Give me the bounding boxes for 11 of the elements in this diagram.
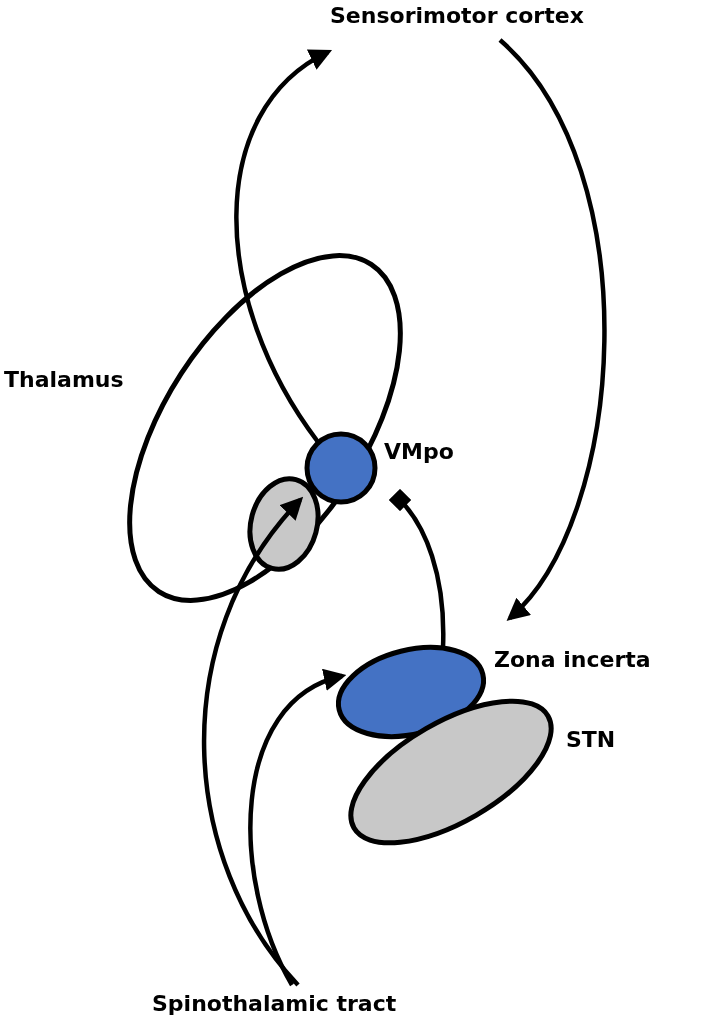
region-label: Zona incerta (494, 648, 651, 673)
region-label: STN (566, 728, 616, 753)
region-label: Thalamus (4, 368, 124, 393)
arrow (234, 49, 332, 444)
inhibitory-connector (388, 488, 446, 649)
arrow (498, 38, 607, 622)
arrow (202, 496, 303, 987)
region-label: Spinothalamic tract (152, 992, 397, 1017)
region-label: Sensorimotor cortex (330, 4, 584, 29)
region-label: VMpo (384, 440, 454, 465)
arrow (248, 671, 347, 987)
